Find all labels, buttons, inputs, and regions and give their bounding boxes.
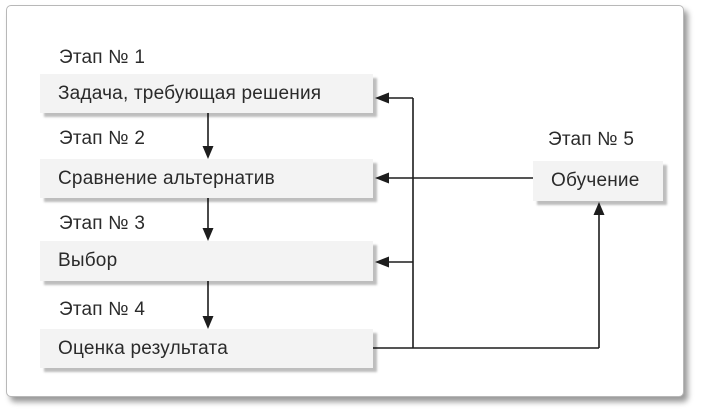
arrow-learning-to-step2: [375, 172, 533, 184]
stage-label-1: Этап № 1: [59, 47, 146, 68]
arrow-feedback-to-step1: [375, 92, 413, 104]
stage-label-5: Этап № 5: [548, 129, 635, 150]
arrow-feedback-to-step3: [375, 256, 413, 268]
node-learning: Обучение: [533, 161, 663, 201]
diagram-frame: Этап № 1 Этап № 2 Этап № 3 Этап № 4 Этап…: [6, 5, 684, 397]
node-task-requiring-solution: Задача, требующая решения: [40, 74, 373, 113]
stage-label-3: Этап № 3: [59, 213, 146, 234]
node-result-evaluation: Оценка результата: [40, 329, 373, 368]
node-comparison-of-alternatives: Сравнение альтернатив: [40, 159, 373, 198]
stage-label-2: Этап № 2: [59, 128, 146, 149]
arrow-step3-to-step4: [202, 281, 214, 329]
arrow-step4-to-learning: [373, 202, 605, 349]
node-choice: Выбор: [40, 241, 373, 281]
stage-label-4: Этап № 4: [59, 299, 146, 320]
arrow-step2-to-step3: [202, 198, 214, 241]
arrow-step1-to-step2: [202, 113, 214, 159]
